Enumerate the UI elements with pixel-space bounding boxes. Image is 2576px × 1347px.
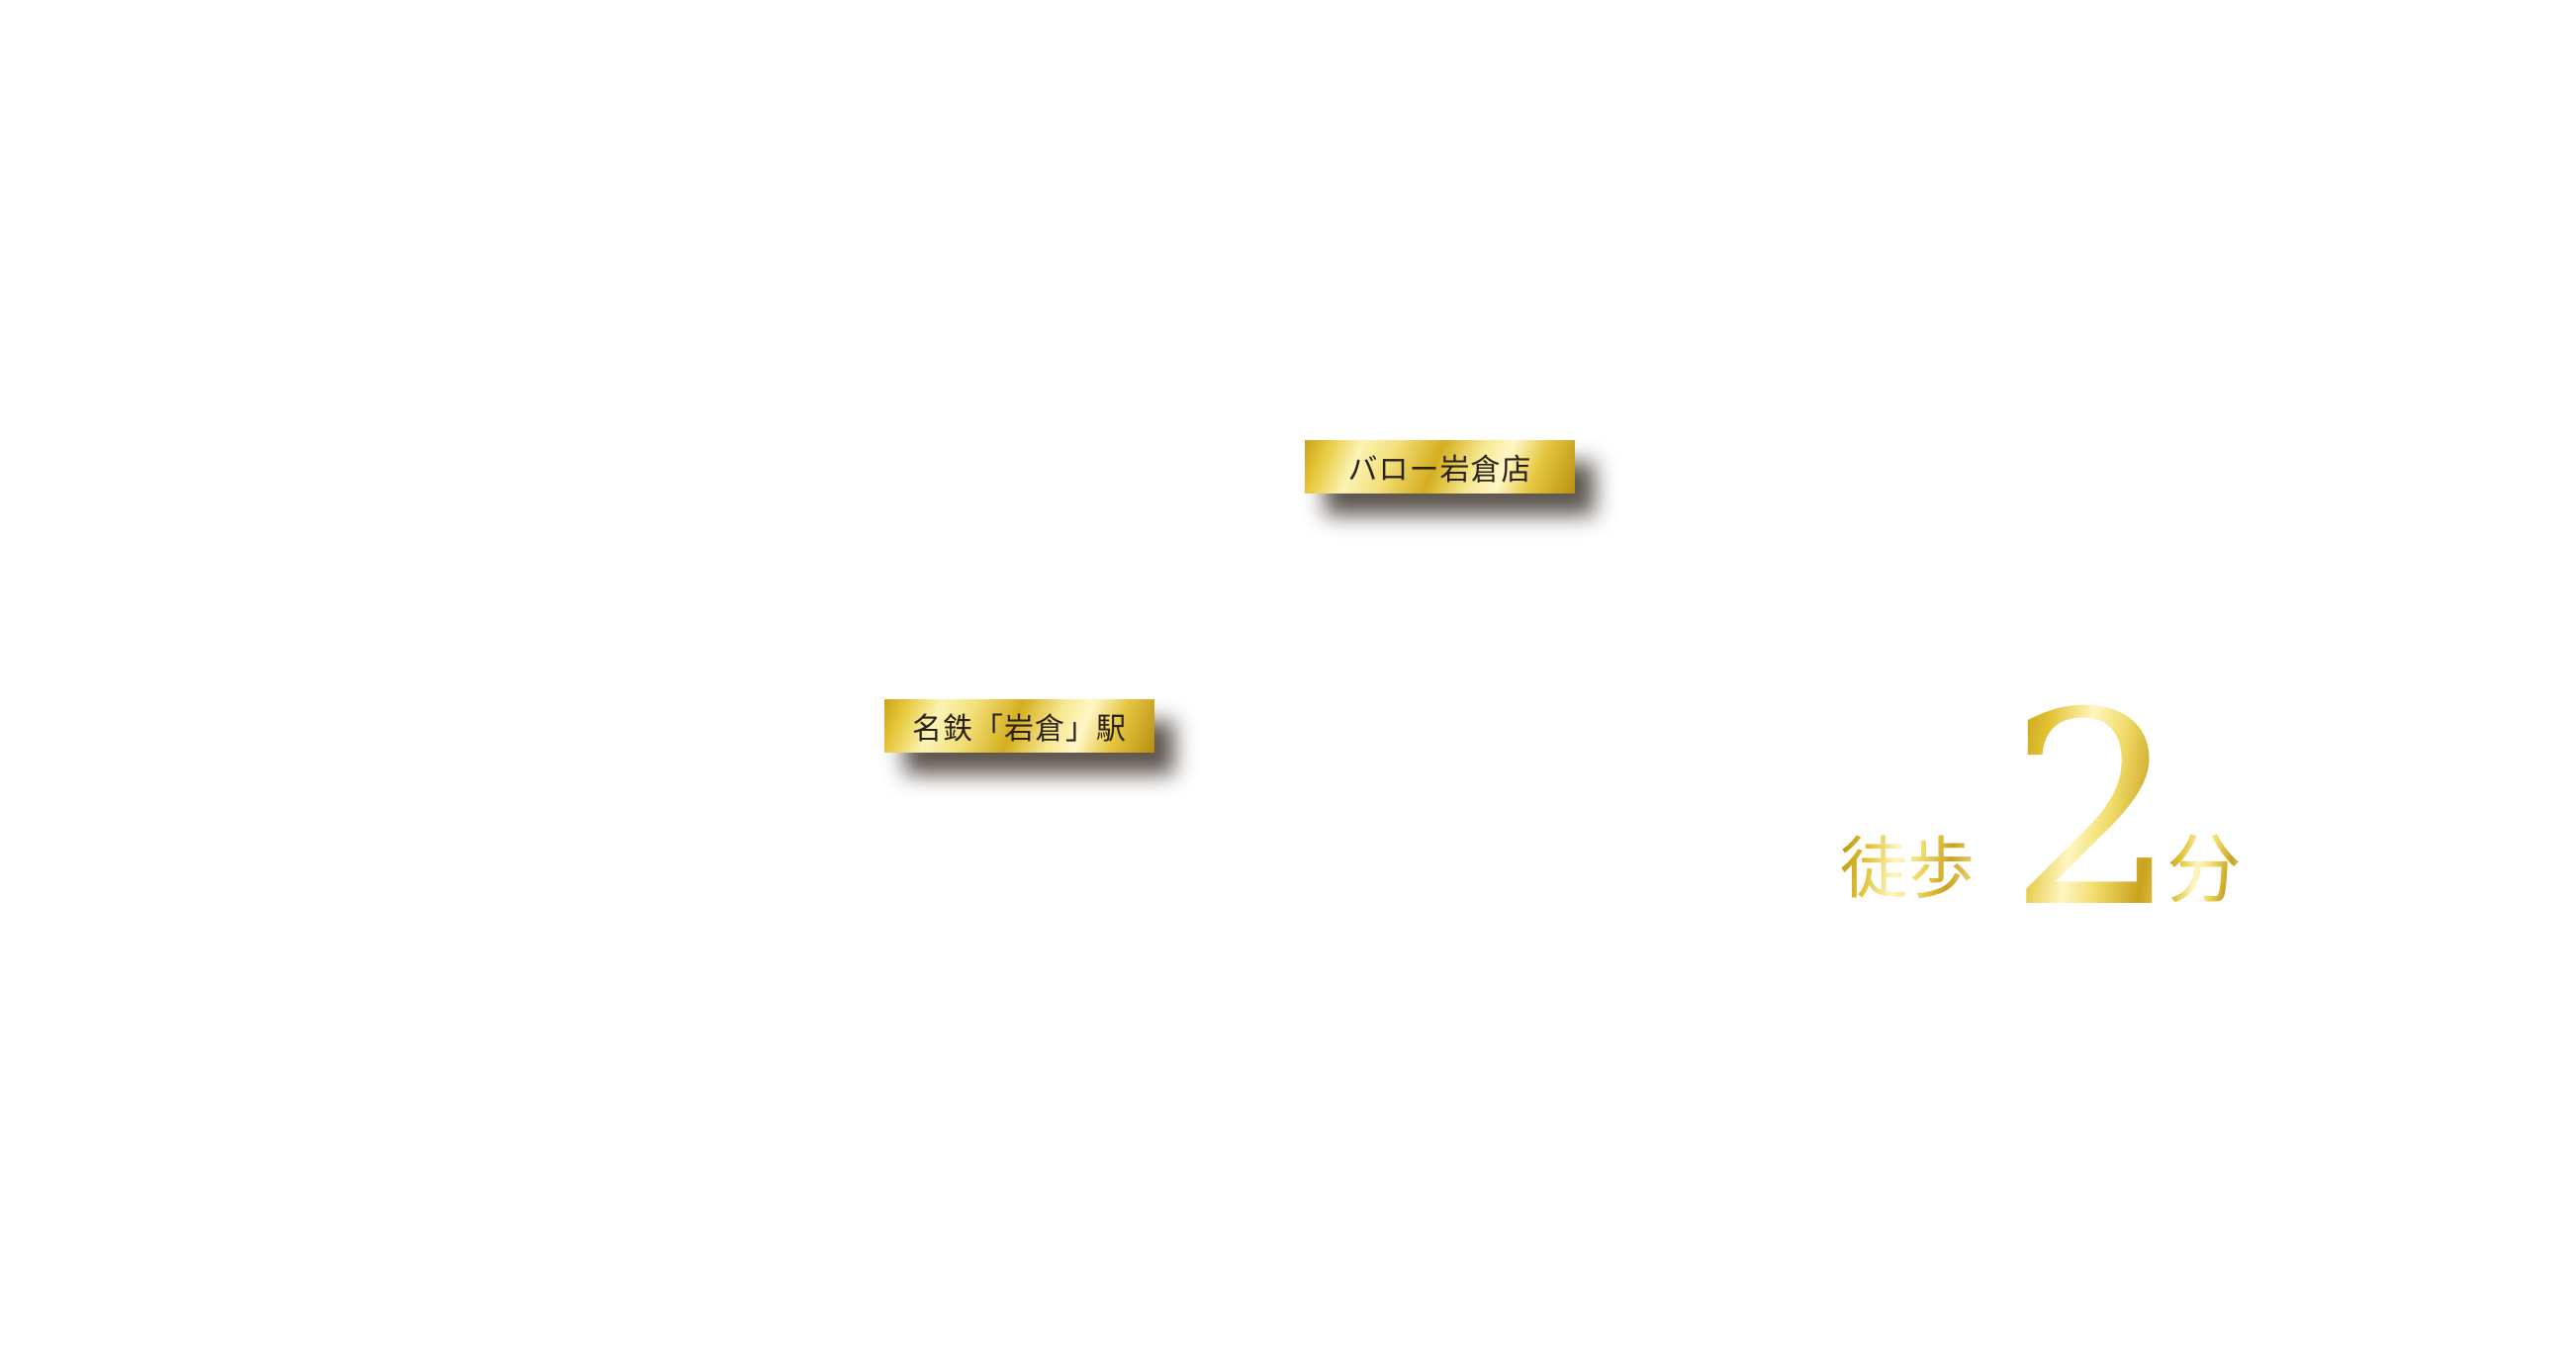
walk-prefix: 徒歩 xyxy=(1840,831,1976,909)
walk-unit: 分 xyxy=(2166,826,2242,914)
walk-minutes: 2 xyxy=(2008,655,2178,966)
station-label: 名鉄「岩倉」駅 xyxy=(884,699,1154,753)
valor-store-label: バロー岩倉店 xyxy=(1305,440,1575,494)
